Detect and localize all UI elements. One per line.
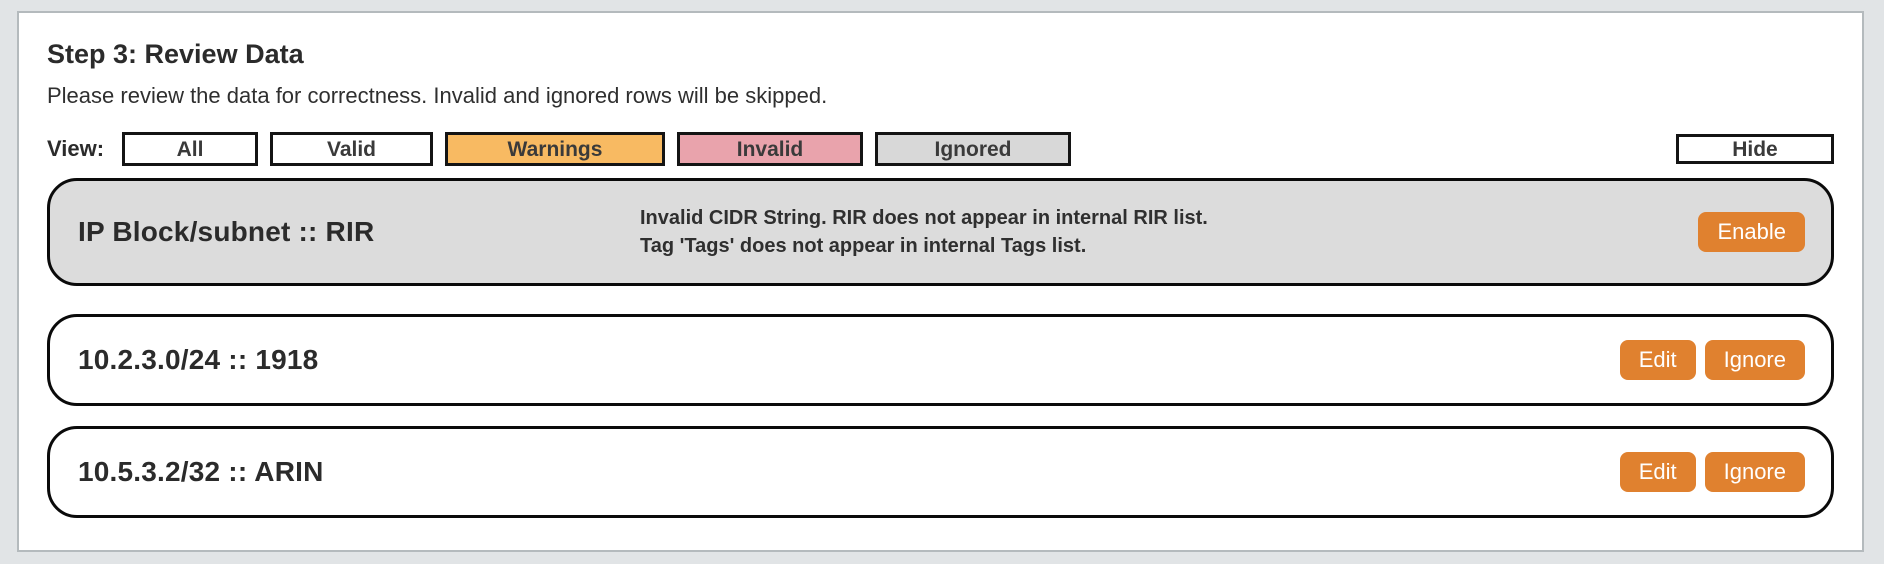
page-subtitle: Please review the data for correctness. … bbox=[47, 82, 828, 108]
edit-button[interactable]: Edit bbox=[1619, 340, 1696, 381]
filter-ignored-button[interactable]: Ignored bbox=[875, 132, 1071, 167]
view-label: View: bbox=[47, 136, 105, 162]
header-row-title: IP Block/subnet :: RIR bbox=[78, 216, 375, 248]
page-title: Step 3: Review Data bbox=[47, 39, 304, 69]
header-row: IP Block/subnet :: RIR Invalid CIDR Stri… bbox=[47, 178, 1834, 287]
filter-invalid-button[interactable]: Invalid bbox=[677, 132, 863, 167]
view-filter-row: View: All Valid Warnings Invalid Ignored… bbox=[47, 132, 1834, 167]
filter-all-button[interactable]: All bbox=[122, 132, 258, 167]
data-row: 10.5.3.2/32 :: ARIN Edit Ignore bbox=[47, 426, 1834, 519]
enable-button[interactable]: Enable bbox=[1698, 212, 1805, 253]
edit-button[interactable]: Edit bbox=[1619, 452, 1696, 493]
row-title: 10.5.3.2/32 :: ARIN bbox=[78, 456, 324, 488]
filter-valid-button[interactable]: Valid bbox=[270, 132, 433, 167]
hide-button[interactable]: Hide bbox=[1676, 134, 1834, 165]
review-data-panel: Step 3: Review Data Please review the da… bbox=[17, 11, 1864, 552]
data-row: 10.2.3.0/24 :: 1918 Edit Ignore bbox=[47, 314, 1834, 407]
row-title: 10.2.3.0/24 :: 1918 bbox=[78, 344, 319, 376]
warning-message: Invalid CIDR String. RIR does not appear… bbox=[640, 207, 1208, 258]
ignore-button[interactable]: Ignore bbox=[1704, 452, 1805, 493]
filter-warnings-button[interactable]: Warnings bbox=[445, 132, 665, 167]
ignore-button[interactable]: Ignore bbox=[1704, 340, 1805, 381]
